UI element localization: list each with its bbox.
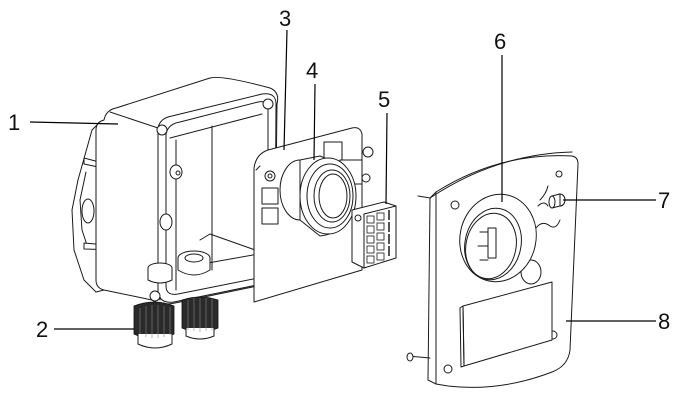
cable-glands: [133, 296, 219, 349]
callout-label-5: 5: [378, 87, 390, 112]
callout-label-3: 3: [279, 6, 291, 31]
sensor-window: [459, 193, 537, 283]
terminal-block: [351, 201, 397, 269]
callout-label-4: 4: [306, 58, 318, 83]
callouts: 1 2 3 4 5 6 7 8: [8, 6, 670, 342]
callout-label-6: 6: [494, 29, 506, 54]
callout-label-2: 2: [36, 317, 48, 342]
callout-label-8: 8: [658, 309, 670, 334]
callout-label-1: 1: [8, 110, 20, 135]
callout-label-7: 7: [658, 188, 670, 213]
sensor: [279, 155, 357, 237]
led-indicator: [535, 185, 566, 229]
housing: [71, 77, 279, 305]
